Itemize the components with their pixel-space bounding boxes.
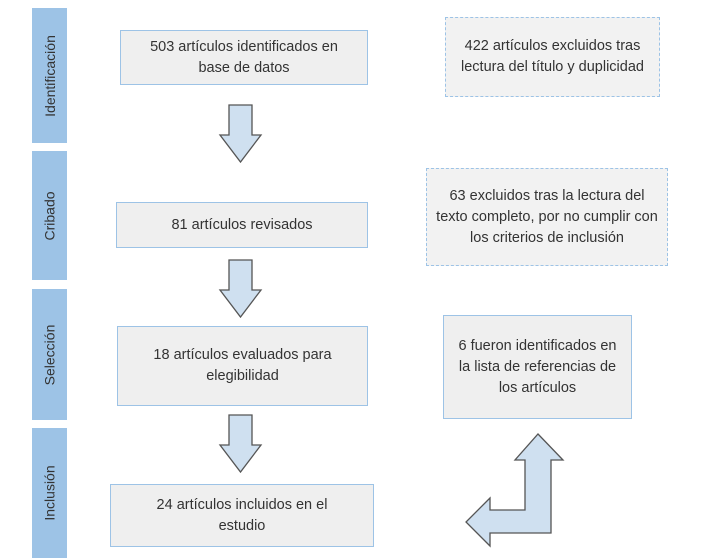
- box-text: 63 excluidos tras la lectura del texto c…: [436, 187, 658, 246]
- box-excluded-fulltext: 63 excluidos tras la lectura del texto c…: [426, 168, 668, 266]
- box-text: 81 artículos revisados: [171, 216, 313, 233]
- bent-arrow-icon: [465, 433, 565, 548]
- box-text: 503 artículos identificados en base de d…: [150, 38, 338, 76]
- box-text: 422 artículos excluidos tras lectura del…: [461, 38, 644, 75]
- box-included: 24 artículos incluidos en el estudio: [110, 484, 374, 547]
- box-text: 18 artículos evaluados para elegibilidad: [153, 347, 332, 384]
- box-text: 6 fueron identificados en la lista de re…: [458, 337, 617, 396]
- box-excluded-title: 422 artículos excluidos tras lectura del…: [445, 17, 660, 97]
- phase-identificacion: Identificación: [32, 8, 67, 143]
- phase-inclusion: Inclusión: [32, 428, 67, 558]
- box-eligibility: 18 artículos evaluados para elegibilidad: [117, 326, 368, 406]
- phase-seleccion: Selección: [32, 289, 67, 420]
- box-references: 6 fueron identificados en la lista de re…: [443, 315, 632, 419]
- down-arrow-icon: [218, 414, 263, 474]
- box-text: 24 artículos incluidos en el estudio: [156, 496, 328, 534]
- box-identified: 503 artículos identificados en base de d…: [120, 30, 368, 85]
- phase-cribado: Cribado: [32, 151, 67, 280]
- down-arrow-icon: [218, 104, 263, 164]
- box-reviewed: 81 artículos revisados: [116, 202, 368, 248]
- down-arrow-icon: [218, 259, 263, 319]
